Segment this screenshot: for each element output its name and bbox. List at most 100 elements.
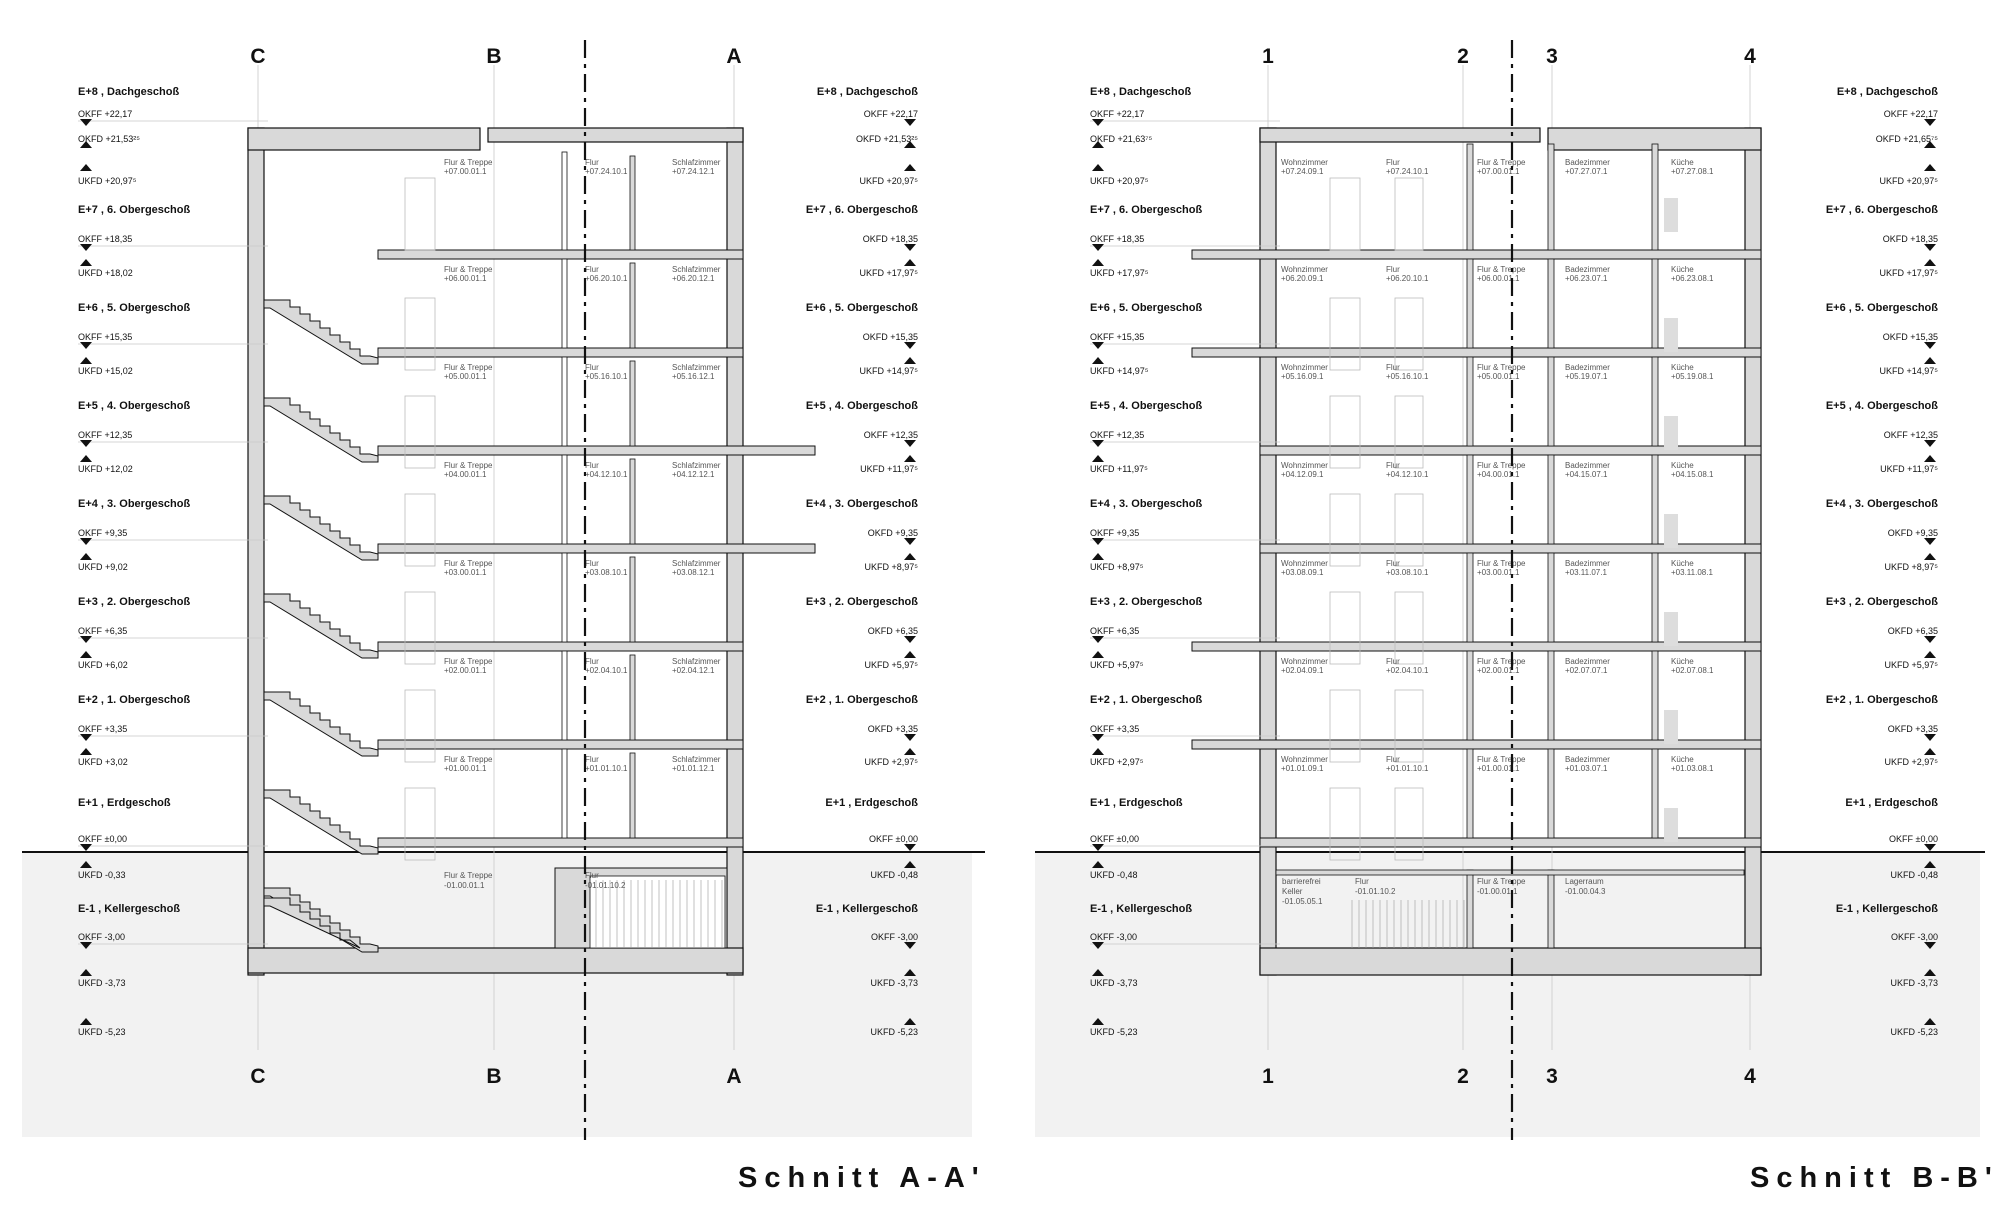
aa-right-okff-marker — [904, 342, 916, 349]
room-code-bb: +06.20.10.1 — [1386, 274, 1429, 283]
grid-axis-label-bottom-bb: 2 — [1457, 1065, 1469, 1088]
bb-right-bottom-label: UKFD -5,23 — [1890, 1027, 1938, 1037]
grid-axis-label-bottom-bb: 4 — [1744, 1065, 1756, 1088]
aa-left-okff-marker — [80, 244, 92, 251]
room-code-bb: +06.20.09.1 — [1281, 274, 1324, 283]
floor-slab-bb — [1191, 347, 1762, 358]
room-code-bb: +07.00.01.1 — [1477, 167, 1520, 176]
section-title-bb: Schnitt B-B' — [1750, 1162, 1999, 1194]
room-code-bb: +04.15.07.1 — [1565, 470, 1608, 479]
grid-axis-label-top-bb: 4 — [1744, 45, 1756, 68]
room-name-aa: Schlafzimmer — [672, 158, 721, 167]
floor-slab-aa — [377, 543, 816, 554]
bb-left-ukfd-label: UKFD +8,97⁵ — [1090, 562, 1144, 572]
floor-slab-aa — [377, 249, 744, 260]
room-name-aa: Flur & Treppe — [444, 755, 493, 764]
aa-right-okff-marker — [904, 636, 916, 643]
grid-axis-label-top-aa: B — [486, 45, 501, 68]
aa-left-okff-marker — [80, 942, 92, 949]
partition-wall-aa — [561, 748, 568, 839]
aa-left-ukfd-marker — [80, 651, 92, 658]
partition-wall-bb — [1651, 454, 1659, 545]
kitchen-unit-bb — [1664, 416, 1678, 450]
room-name-bb: Küche — [1671, 559, 1694, 568]
aa-left-okff-marker — [80, 734, 92, 741]
aa-right-ukfd-marker — [904, 259, 916, 266]
door-outline-bb — [1394, 177, 1424, 251]
bb-left-okff-label: OKFF +15,35 — [1090, 332, 1144, 342]
floor-slab-bb — [1259, 543, 1762, 554]
aa-right-topukfd-label: UKFD +20,97⁵ — [859, 176, 918, 186]
aa-right-okff-label: OKFF ±0,00 — [869, 834, 918, 844]
room-code-bb: +03.11.07.1 — [1565, 568, 1607, 577]
room-name-bb: Flur & Treppe — [1477, 158, 1526, 167]
aa-right-ukfd-marker — [904, 553, 916, 560]
bb-left-okff-marker — [1092, 538, 1104, 545]
room-name-bb: Flur & Treppe — [1477, 657, 1526, 666]
aa-right-okff-label: OKFD +9,35 — [868, 528, 918, 538]
partition-wall-bb — [1651, 552, 1659, 643]
room-code-bb: +05.00.01.1 — [1477, 372, 1520, 381]
room-name-bb: Küche — [1671, 657, 1694, 666]
partition-wall-bb — [1651, 748, 1659, 839]
aa-left-ukfd-marker — [80, 969, 92, 976]
grid-axis-label-top-bb: 1 — [1262, 45, 1274, 68]
grid-axis-label-bottom-bb: 3 — [1546, 1065, 1558, 1088]
room-name-aa: Schlafzimmer — [672, 559, 721, 568]
bb-left-ukfd-marker — [1092, 969, 1104, 976]
room-name-aa: Flur & Treppe — [444, 363, 493, 372]
room-name-bb: Flur & Treppe — [1477, 877, 1526, 886]
partition-wall-bb — [1547, 143, 1555, 251]
room-name-aa: Schlafzimmer — [672, 461, 721, 470]
bb-right-ukfd-label: OKFD +21,65⁷⁵ — [1876, 134, 1939, 144]
door-outline-bb — [1394, 297, 1424, 371]
room-code-bb: +03.11.08.1 — [1671, 568, 1713, 577]
room-code-aa: +02.00.01.1 — [444, 666, 487, 675]
room-name-bb: Flur — [1386, 363, 1400, 372]
room-name-aa: Flur & Treppe — [444, 461, 493, 470]
wall-left-aa — [247, 127, 265, 976]
room-name-bb: Wohnzimmer — [1281, 363, 1328, 372]
bb-right-topukfd-label: UKFD +20,97⁵ — [1879, 176, 1938, 186]
room-code-aa: +05.00.01.1 — [444, 372, 487, 381]
aa-left-okff-label: OKFF +22,17 — [78, 109, 132, 119]
basement-wall-bb — [1547, 869, 1555, 949]
bb-right-level-name: E+4 , 3. Obergeschoß — [1826, 498, 1938, 510]
aa-right-level-name: E+3 , 2. Obergeschoß — [806, 596, 918, 608]
door-outline-bb — [1394, 493, 1424, 567]
room-code-aa: +06.20.10.1 — [585, 274, 628, 283]
aa-right-okff-label: OKFF +12,35 — [864, 430, 918, 440]
aa-right-okff-label: OKFF -3,00 — [871, 932, 918, 942]
room-code-aa: +04.12.10.1 — [585, 470, 628, 479]
bb-left-ukfd-label: OKFD +21,63⁷⁵ — [1090, 134, 1153, 144]
bb-left-okff-marker — [1092, 440, 1104, 447]
room-code-bb: +05.19.07.1 — [1565, 372, 1608, 381]
bb-right-okff-label: OKFF +12,35 — [1884, 430, 1938, 440]
room-code-bb: -01.05.05.1 — [1282, 897, 1323, 906]
aa-right-okff-marker — [904, 942, 916, 949]
bb-right-ukfd-label: UKFD -3,73 — [1890, 978, 1938, 988]
partition-wall-aa — [561, 258, 568, 349]
aa-left-ukfd-marker — [80, 455, 92, 462]
room-name-aa: Flur & Treppe — [444, 657, 493, 666]
bb-right-level-name: E+6 , 5. Obergeschoß — [1826, 302, 1938, 314]
basement-wall-bb — [1466, 869, 1474, 949]
window-outline-aa — [404, 689, 436, 763]
aa-left-ukfd-label: UKFD +18,02 — [78, 268, 133, 278]
basement-slab-aa — [247, 947, 744, 974]
grid-axis-label-bottom-bb: 1 — [1262, 1065, 1274, 1088]
bb-left-okff-label: OKFF +9,35 — [1090, 528, 1139, 538]
window-outline-aa — [404, 493, 436, 567]
aa-left-level-name: E+7 , 6. Obergeschoß — [78, 204, 190, 216]
bb-left-ukfd-marker — [1092, 141, 1104, 148]
bb-left-okff-label: OKFF ±0,00 — [1090, 834, 1139, 844]
room-name-bb: Flur — [1386, 158, 1400, 167]
bb-left-okff-marker — [1092, 734, 1104, 741]
partition-wall-bb — [1466, 650, 1474, 741]
room-code-aa: +03.00.01.1 — [444, 568, 487, 577]
room-code-aa: +01.01.12.1 — [672, 764, 715, 773]
aa-right-ukfd-label: UKFD +11,97⁵ — [860, 464, 918, 474]
room-name-bb: Küche — [1671, 363, 1694, 372]
room-name-bb: Flur & Treppe — [1477, 363, 1526, 372]
room-code-bb: +07.24.10.1 — [1386, 167, 1429, 176]
